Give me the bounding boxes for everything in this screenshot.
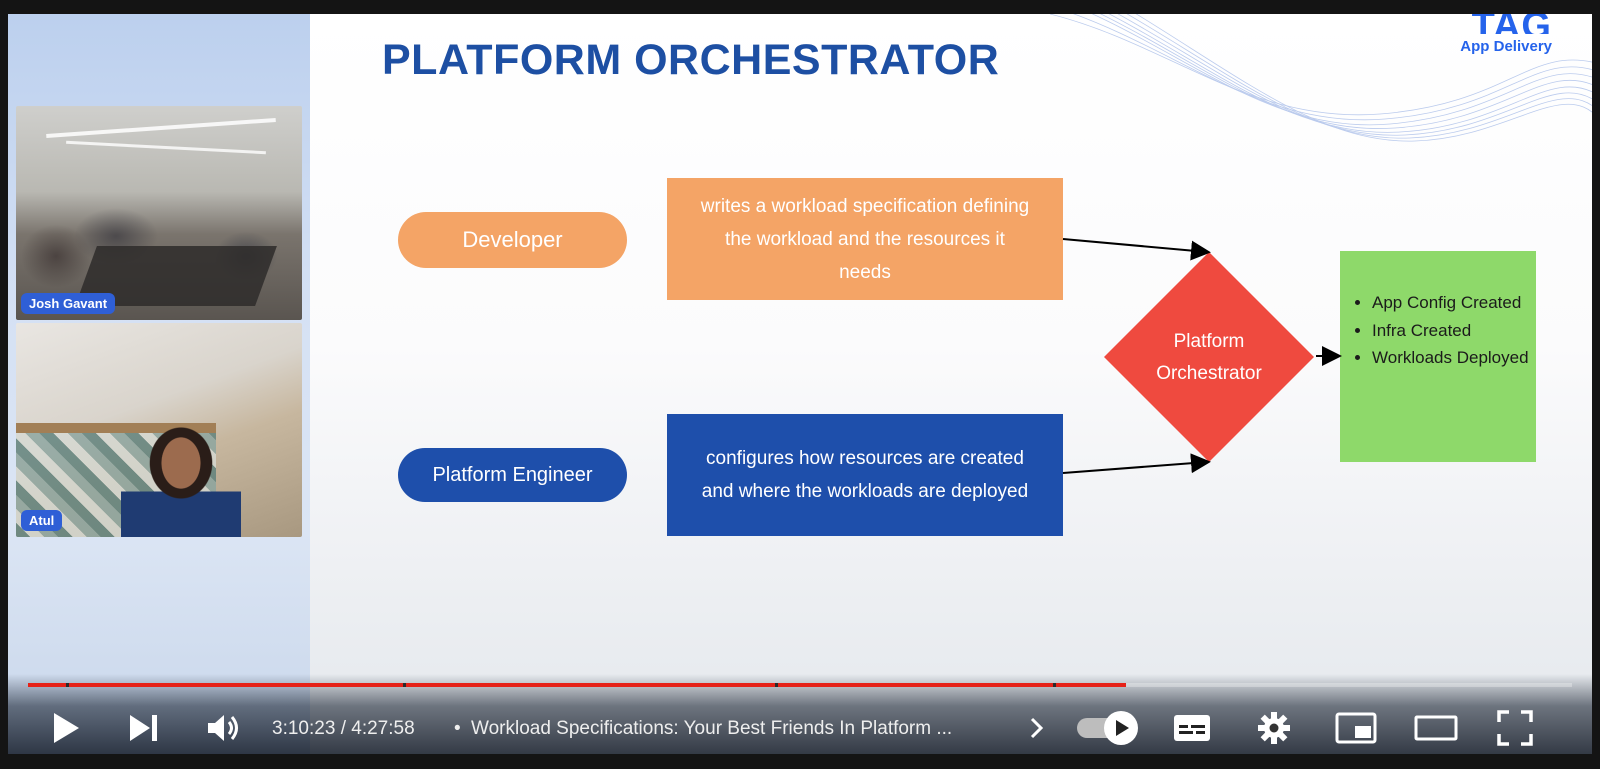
theater-mode-button[interactable] [1412, 704, 1460, 752]
chapter-marker [775, 683, 778, 687]
video-title[interactable]: Workload Specifications: Your Best Frien… [471, 718, 953, 739]
captions-button[interactable] [1170, 704, 1214, 752]
settings-icon [1258, 712, 1290, 744]
decorative-wave [1050, 14, 1592, 142]
developer-description: writes a workload specification defining… [700, 195, 1030, 283]
engineer-description-box: configures how resources are created and… [667, 414, 1063, 536]
chapter-marker [1053, 683, 1056, 687]
video-frame[interactable]: Josh Gavant Atul [8, 14, 1592, 754]
orchestrator-diamond [1104, 252, 1314, 462]
settings-button[interactable] [1252, 704, 1296, 752]
autoplay-toggle-icon [1077, 711, 1138, 745]
next-icon [130, 715, 157, 741]
result-item: Workloads Deployed [1372, 344, 1536, 372]
developer-description-box: writes a workload specification defining… [667, 178, 1063, 300]
platform-engineer-pill: Platform Engineer [398, 448, 627, 502]
participant-video-atul: Atul [16, 323, 302, 537]
title-separator-dot: • [454, 718, 461, 739]
play-icon [54, 713, 79, 743]
player-controls: 3:10:23 / 4:27:58 • Workload Specificati… [8, 704, 1592, 752]
fullscreen-button[interactable] [1492, 704, 1538, 752]
result-item: App Config Created [1372, 289, 1536, 317]
tag-app-delivery-logo: TAG App Delivery [1460, 14, 1552, 55]
chapter-marker [403, 683, 406, 687]
chevron-right-icon [1030, 717, 1044, 739]
autoplay-toggle[interactable] [1072, 704, 1144, 752]
captions-icon [1174, 715, 1210, 741]
slide-title: PLATFORM ORCHESTRATOR [382, 36, 1000, 84]
chapter-next-button[interactable] [1024, 704, 1050, 752]
fullscreen-icon [1497, 710, 1533, 746]
volume-button[interactable] [202, 704, 246, 752]
engineer-description: configures how resources are created and… [701, 448, 1029, 502]
progress-fill[interactable] [28, 683, 1126, 687]
time-display: 3:10:23 / 4:27:58 [272, 718, 415, 739]
play-button[interactable] [46, 704, 86, 752]
participant-strip: Josh Gavant Atul [8, 14, 310, 754]
chapter-marker [66, 683, 69, 687]
presentation-slide: TAG App Delivery PLATFORM ORCHESTRATOR D… [310, 14, 1592, 754]
volume-icon [208, 715, 238, 741]
results-box: App Config Created Infra Created Workloa… [1340, 251, 1536, 462]
controls-gradient [8, 674, 1592, 754]
developer-pill: Developer [398, 212, 627, 268]
miniplayer-icon [1335, 712, 1377, 744]
theater-icon [1414, 715, 1458, 741]
result-item: Infra Created [1372, 317, 1536, 345]
miniplayer-button[interactable] [1332, 704, 1380, 752]
participant-name-badge: Josh Gavant [21, 293, 116, 314]
participant-name-badge: Atul [21, 510, 63, 531]
orchestrator-label: Platform Orchestrator [1156, 331, 1262, 384]
next-button[interactable] [124, 704, 164, 752]
participant-video-josh: Josh Gavant [16, 106, 302, 320]
